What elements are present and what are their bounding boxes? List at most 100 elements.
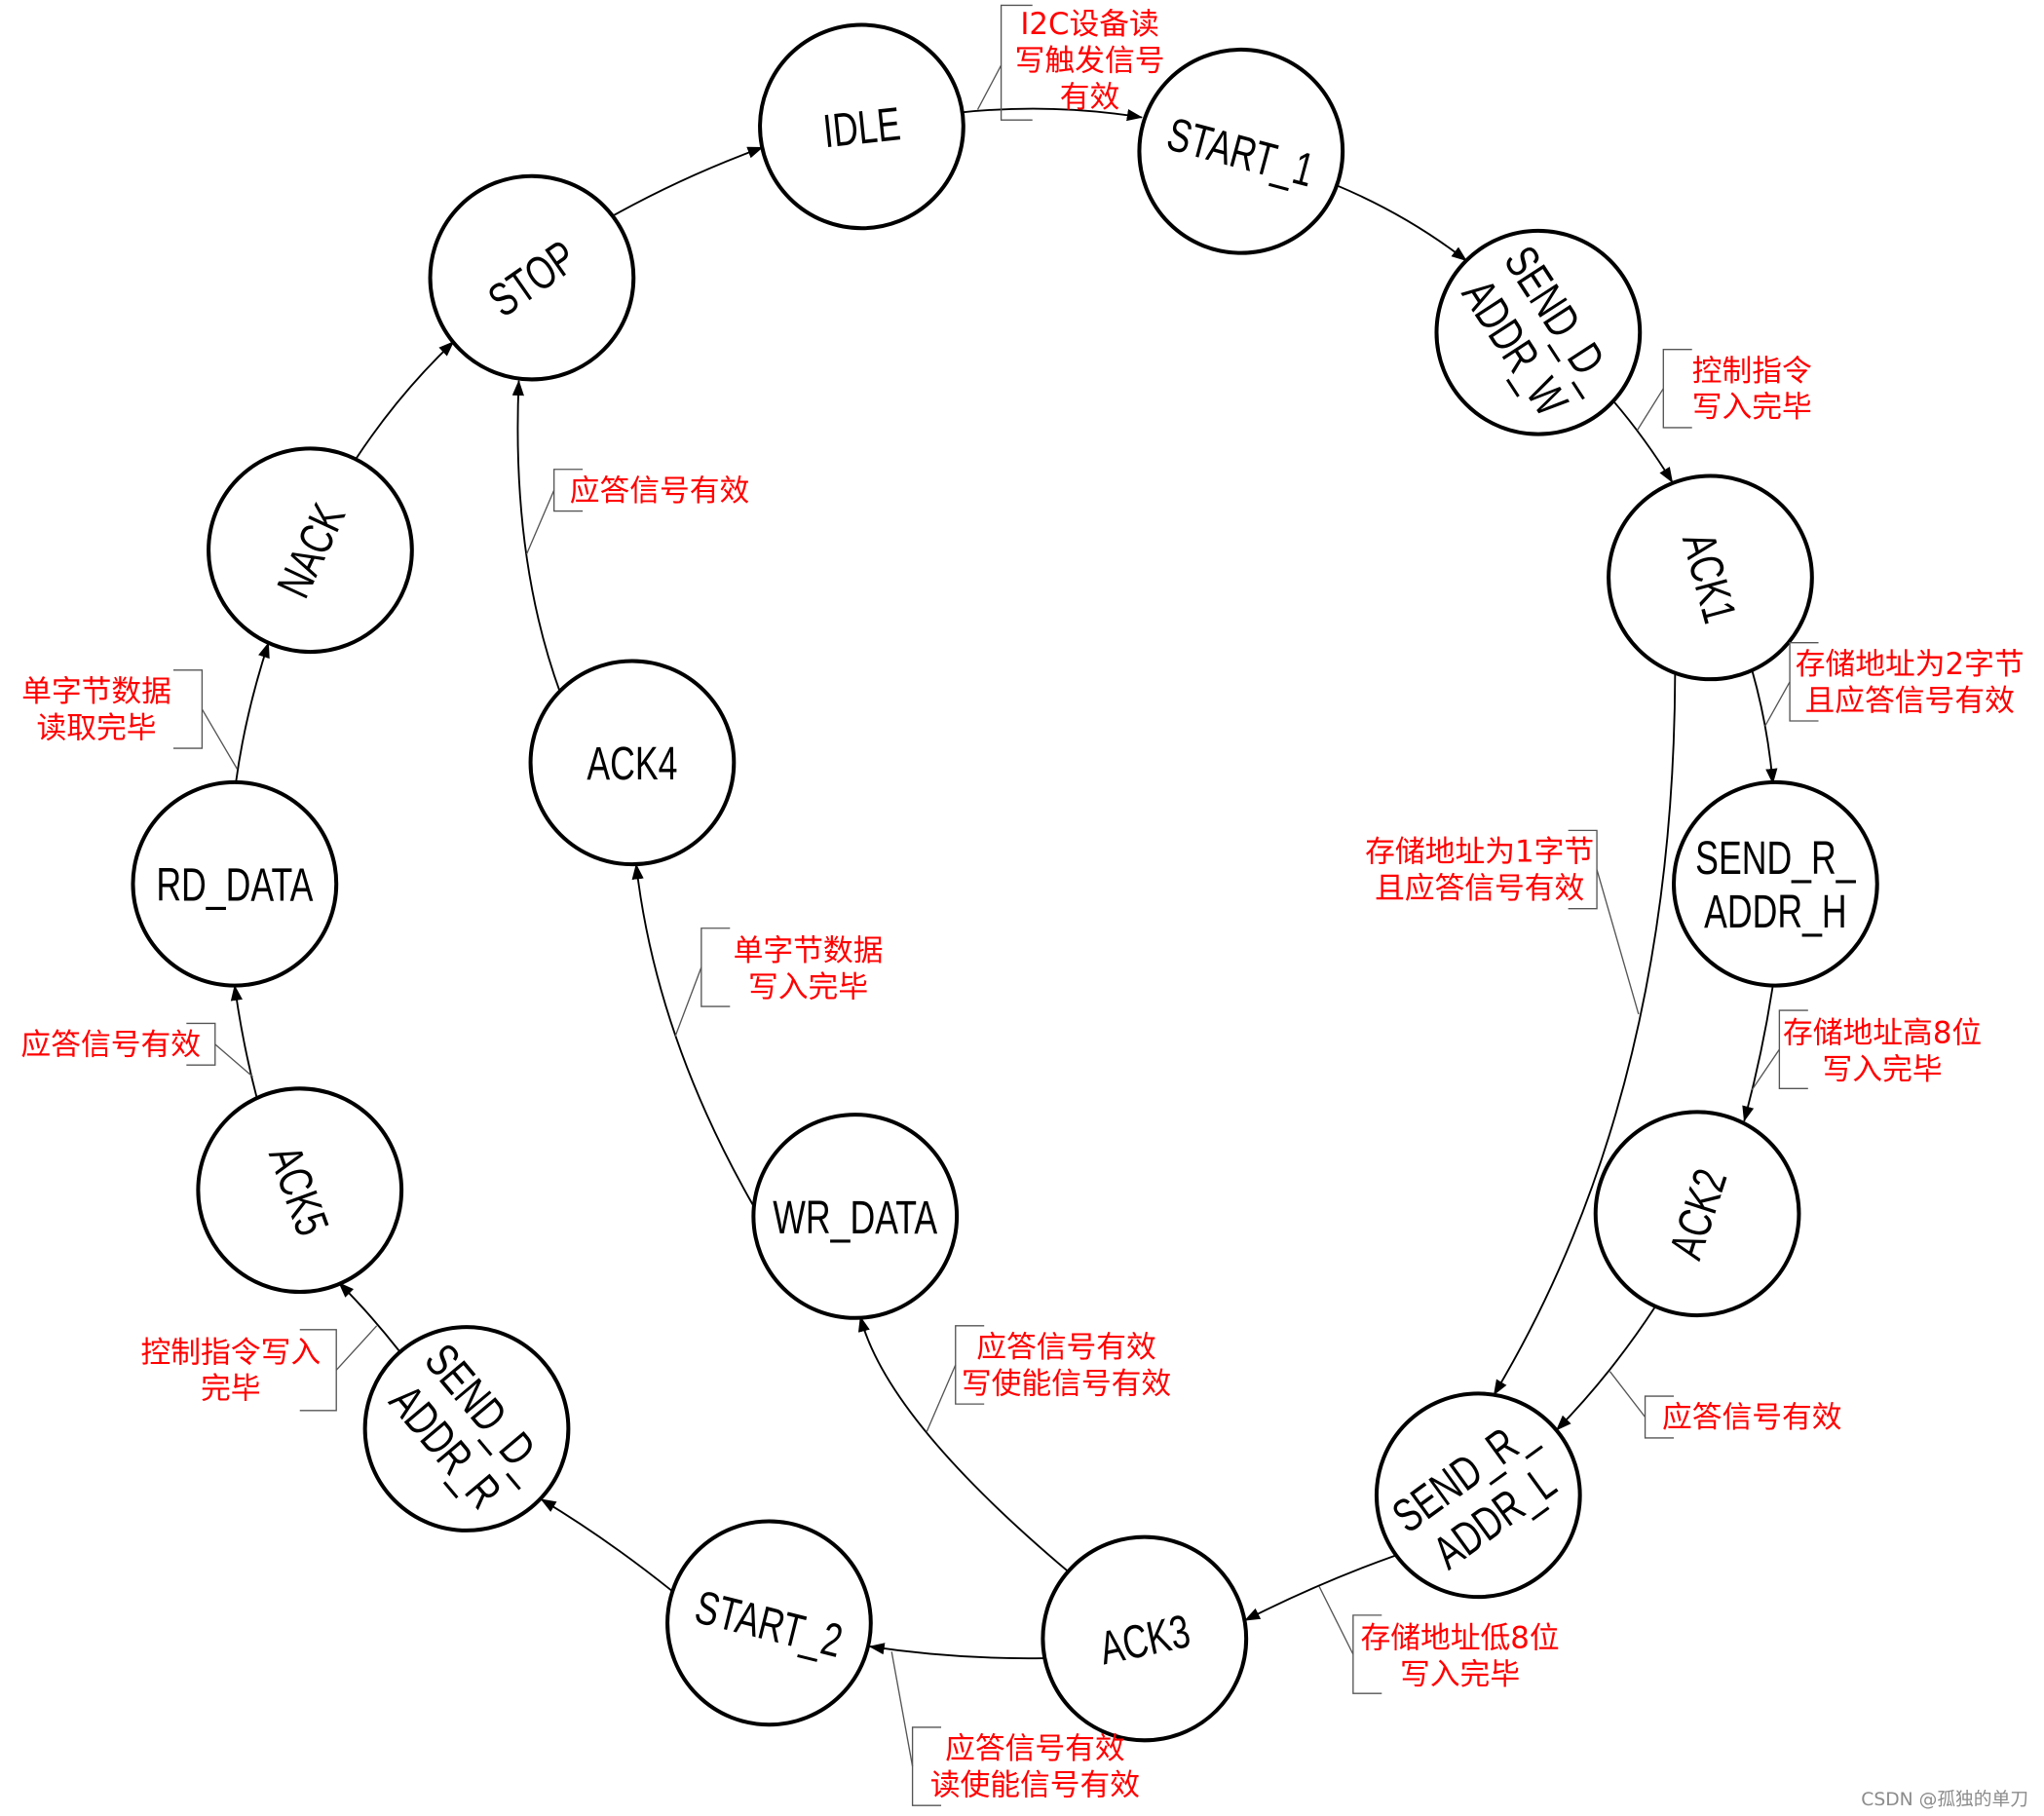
edge-label-line: 存储地址低8位 (1360, 1620, 1559, 1655)
state-label: WR_DATA (773, 1192, 938, 1243)
state-send-r-addr-l: SEND_R_ADDR_L (1374, 1391, 1582, 1600)
state-start-2: START_2 (665, 1519, 873, 1727)
edge-ack5-to-rd-data (230, 984, 258, 1098)
label-leader-line (1596, 869, 1640, 1015)
edge-label-line: 单字节数据 (734, 933, 884, 968)
label-leader-line (1609, 1371, 1647, 1418)
edge-label-text: 控制指令写入完毕 (141, 1335, 322, 1406)
edge-label-line: 写使能信号有效 (962, 1366, 1171, 1401)
label-bracket (186, 1022, 216, 1066)
edge-label-line: 写入完毕 (1692, 390, 1812, 425)
edge-label-line: 应答信号有效 (976, 1330, 1156, 1365)
label-bracket (1000, 4, 1033, 121)
edge-label-text: I2C设备读写触发信号有效 (1015, 7, 1165, 115)
edge-label-text: 应答信号有效 (570, 473, 750, 509)
edge-label-ack3-to-wr-data: 应答信号有效写使能信号有效 (926, 1325, 1171, 1432)
transition-labels: I2C设备读写触发信号有效控制指令写入完毕存储地址为2字节且应答信号有效存储地址… (20, 4, 2025, 1806)
state-circle (665, 1519, 873, 1727)
edge-label-line: 应答信号有效 (570, 473, 750, 509)
edge-label-send-d-addr-w-to-ack1: 控制指令写入完毕 (1636, 348, 1812, 431)
edge-label-line: 存储地址为2字节 (1796, 647, 2025, 682)
edge-ack3-to-wr-data (857, 1315, 1070, 1573)
state-label: IDLE (820, 97, 902, 157)
state-nack: NACK (207, 446, 414, 655)
edge-label-line: 且应答信号有效 (1805, 683, 2015, 718)
edge-label-send-r-addr-l-to-ack3: 存储地址低8位写入完毕 (1318, 1586, 1560, 1694)
state-idle: IDLE (758, 22, 965, 231)
state-circle (1137, 47, 1345, 255)
state-send-r-addr-h: SEND_R_ADDR_H (1671, 779, 1879, 988)
state-label: ACK4 (587, 738, 677, 789)
label-leader-line (1751, 1048, 1780, 1091)
edge-label-wr-data-to-ack4: 单字节数据写入完毕 (674, 927, 884, 1038)
edge-ack3-to-start-2 (868, 1643, 1044, 1660)
edge-label-line: 控制指令 (1692, 354, 1812, 389)
state-circle (362, 1325, 571, 1532)
watermark-text: CSDN @孤独的单刀 (1861, 1790, 2028, 1810)
state-start-1: START_1 (1137, 47, 1345, 255)
state-circle (131, 779, 339, 988)
edge-ack2-to-send-r-addr-l (1555, 1305, 1657, 1431)
edge-label-ack1-to-send-r-addr-h: 存储地址为2字节且应答信号有效 (1764, 642, 2025, 727)
edge-send-r-addr-l-to-ack3 (1244, 1554, 1397, 1622)
state-ack3: ACK3 (1041, 1534, 1249, 1743)
state-circle (528, 659, 737, 867)
edge-start-1-to-send-d-addr-w (1336, 184, 1467, 262)
label-leader-line (1318, 1586, 1354, 1655)
edge-label-text: 应答信号有效写使能信号有效 (962, 1330, 1171, 1401)
label-leader-line (674, 966, 702, 1038)
state-circle (1041, 1534, 1249, 1743)
edge-label-line: 写入完毕 (748, 970, 868, 1005)
edge-send-d-addr-w-to-ack1 (1612, 400, 1674, 483)
edge-label-text: 应答信号有效读使能信号有效 (930, 1731, 1140, 1802)
edge-label-text: 控制指令写入完毕 (1692, 354, 1812, 425)
label-leader-line (976, 64, 1003, 110)
label-leader-line (1764, 681, 1791, 727)
state-rd-data: RD_DATA (131, 779, 339, 988)
label-leader-line (890, 1651, 914, 1767)
edge-label-line: 写入完毕 (1823, 1052, 1943, 1087)
label-leader-line (335, 1325, 378, 1371)
state-label-line: WR_DATA (773, 1192, 938, 1243)
edge-label-line: 写入完毕 (1400, 1657, 1520, 1692)
edge-start-2-to-send-d-addr-r (540, 1497, 672, 1592)
edge-label-line: 写触发信号 (1015, 43, 1165, 78)
state-circle (196, 1086, 404, 1295)
edge-label-line: 控制指令写入 (141, 1335, 322, 1370)
edge-label-line: I2C设备读 (1020, 7, 1158, 42)
edge-idle-to-start-1 (963, 107, 1143, 122)
state-label-line: ACK4 (587, 738, 677, 789)
edge-label-ack5-to-rd-data: 应答信号有效 (20, 1022, 254, 1078)
edge-nack-to-stop (355, 340, 455, 460)
state-label-line: IDLE (820, 97, 902, 157)
edge-send-r-addr-h-to-ack2 (1742, 985, 1774, 1122)
edge-ack1-to-send-r-addr-l (1493, 672, 1677, 1396)
state-stop: STOP (428, 173, 636, 382)
state-circle (1671, 779, 1879, 988)
label-bracket (552, 469, 584, 512)
edge-label-line: 单字节数据 (21, 674, 171, 709)
edge-stop-to-idle (613, 146, 764, 216)
edge-label-ack2-to-send-r-addr-l: 应答信号有效 (1609, 1371, 1842, 1439)
edge-label-send-r-addr-h-to-ack2: 存储地址高8位写入完毕 (1751, 1009, 1982, 1091)
edge-label-rd-data-to-nack: 单字节数据读取完毕 (21, 669, 239, 770)
edge-label-line: 读使能信号有效 (930, 1768, 1140, 1803)
edge-label-line: 有效 (1060, 80, 1120, 115)
state-ack5: ACK5 (196, 1086, 404, 1295)
state-label-line: RD_DATA (156, 858, 314, 910)
edge-label-text: 应答信号有效 (20, 1028, 201, 1063)
edge-label-line: 应答信号有效 (20, 1028, 201, 1063)
edge-label-ack1-to-send-r-addr-l: 存储地址为1字节且应答信号有效 (1365, 829, 1640, 1015)
state-circle (1434, 228, 1643, 436)
edge-label-line: 应答信号有效 (1662, 1400, 1842, 1435)
transition-edges (230, 107, 1778, 1660)
edge-label-ack4-to-stop: 应答信号有效 (525, 469, 750, 554)
state-send-d-addr-r: SEND_D_ADDR_R (362, 1325, 571, 1532)
label-leader-line (1636, 388, 1664, 431)
edge-label-text: 单字节数据写入完毕 (734, 933, 884, 1004)
state-label: RD_DATA (156, 858, 314, 910)
label-leader-line (201, 708, 239, 770)
edge-label-line: 应答信号有效 (945, 1731, 1125, 1766)
